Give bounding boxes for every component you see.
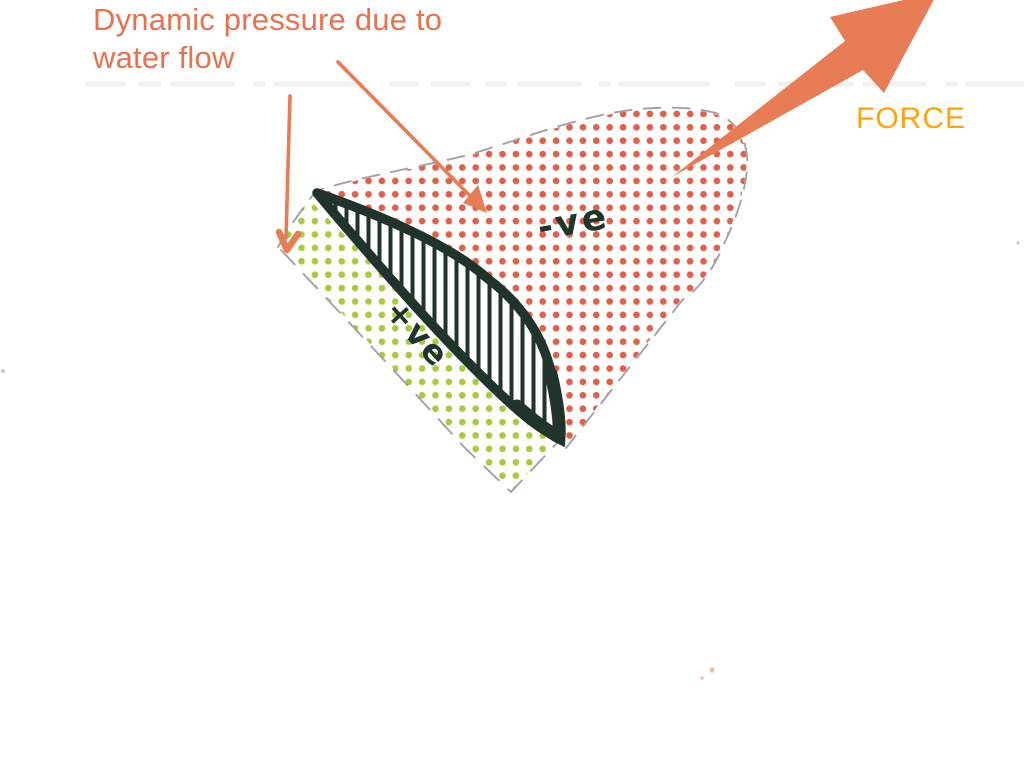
- speck-right: [1016, 241, 1020, 245]
- speck-bottom-2: [700, 676, 704, 680]
- pressure-annotation-label: Dynamic pressure due to water flow: [93, 2, 443, 75]
- negative-pressure-region: [316, 108, 747, 447]
- region-outline-dashed-top: [277, 106, 749, 449]
- speck-left: [1, 369, 5, 373]
- positive-pressure-region: [281, 200, 558, 491]
- pointer-arrowhead-vertical: [275, 228, 302, 254]
- pointer-arrowhead-diagonal: [463, 185, 487, 213]
- speck-bottom-1: [709, 667, 715, 673]
- foil-trailing-edge-stroke: [510, 367, 566, 448]
- force-arrow: [672, 0, 934, 177]
- region-outline-dashed-bottom: [280, 249, 558, 494]
- force-label: FORCE: [856, 102, 966, 135]
- pointer-arrow-diagonal: [336, 60, 479, 205]
- pointer-arrow-vertical: [284, 94, 292, 240]
